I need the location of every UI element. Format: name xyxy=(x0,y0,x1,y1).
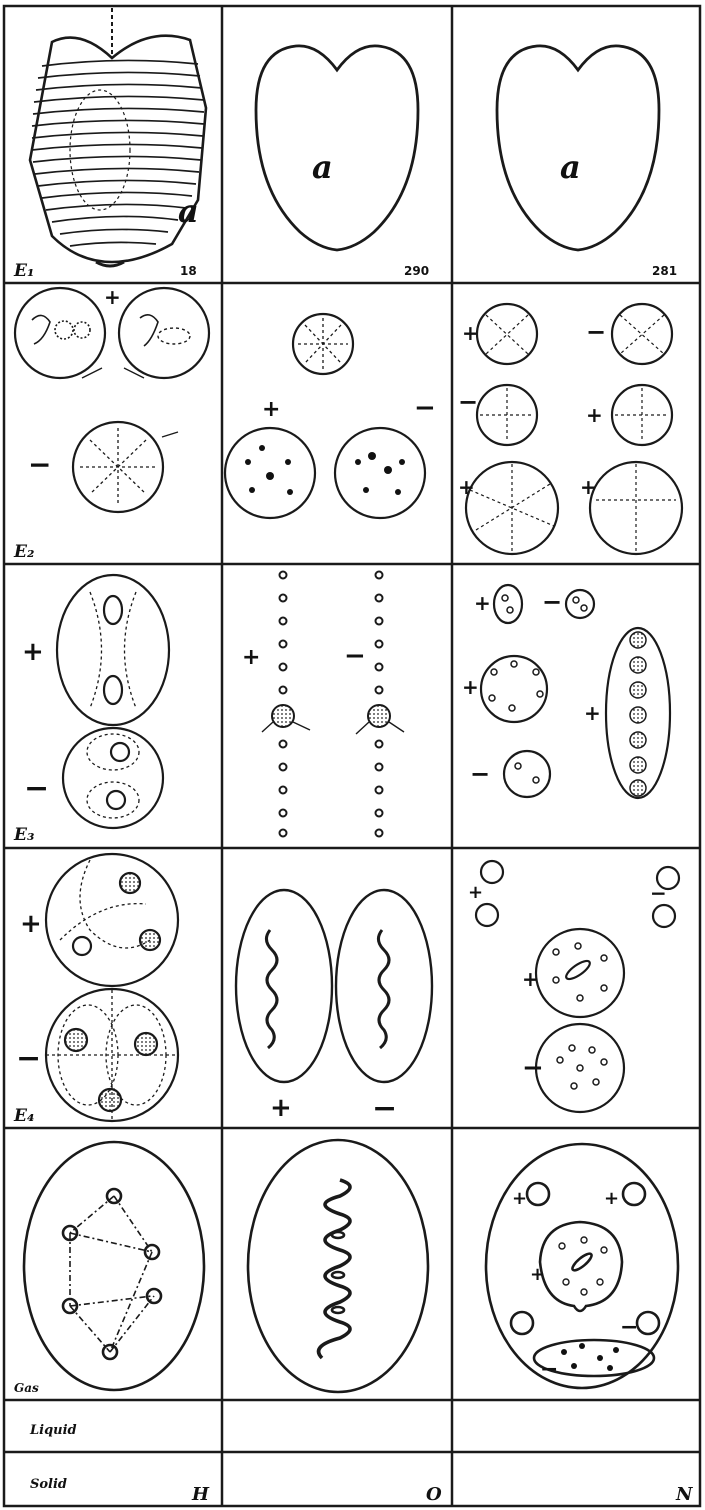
n-e2-plus-1: + xyxy=(462,321,479,345)
n-e4-plus-2: + xyxy=(522,967,539,991)
n-e3-atoms xyxy=(481,585,670,798)
h-e3-minus: − xyxy=(24,771,49,806)
row-label-solid: Solid xyxy=(30,1477,67,1492)
n-e3-plus-2: + xyxy=(462,675,479,699)
n-gas-plus-1: + xyxy=(512,1188,527,1209)
n-e3-plus-3: + xyxy=(584,701,601,725)
h-e1-letter: a xyxy=(178,192,199,230)
row-label-e3: E₃ xyxy=(13,825,34,845)
o-e1-heart-outline xyxy=(256,46,418,250)
h-e3-plus: + xyxy=(22,637,44,667)
column-letter-n: N xyxy=(675,1484,694,1505)
o-e2-plus: + xyxy=(262,397,280,422)
o-gas-oval xyxy=(248,1140,428,1392)
n-e1-letter: a xyxy=(560,148,581,186)
h-e1-number: 18 xyxy=(180,264,197,278)
n-e2-plus-2: + xyxy=(586,403,603,427)
n-e4-minus-1: − xyxy=(650,881,667,905)
o-e4-plus: + xyxy=(270,1093,292,1123)
o-e4-minus: − xyxy=(372,1091,397,1126)
row-label-gas: Gas xyxy=(14,1381,39,1395)
row-label-e4: E₄ xyxy=(13,1106,34,1126)
h-e2-plus: + xyxy=(104,285,121,309)
o-e3-minus: − xyxy=(344,641,366,671)
n-e2-minus-1: − xyxy=(586,318,606,346)
n-e3-minus-2: − xyxy=(470,760,490,788)
h-e4-plus: + xyxy=(20,909,42,939)
row-label-e2: E₂ xyxy=(13,542,34,562)
o-e1-number: 290 xyxy=(404,264,429,278)
n-gas-minus-2: − xyxy=(540,1357,558,1382)
h-e2-minus: − xyxy=(28,448,51,481)
h-e4-minus: − xyxy=(16,1041,41,1076)
n-e4-atoms xyxy=(476,861,679,1112)
o-e3-chains xyxy=(262,572,404,837)
n-gas-oval xyxy=(486,1144,678,1388)
n-gas-minus-1: − xyxy=(620,1315,638,1340)
n-e1-number: 281 xyxy=(652,264,677,278)
n-e3-plus-1: + xyxy=(474,591,491,615)
o-e2-minus: − xyxy=(414,393,436,423)
n-e3-minus-1: − xyxy=(542,588,562,616)
n-e2-plus-4: + xyxy=(580,475,597,499)
o-e3-plus: + xyxy=(242,645,260,670)
h-e4-atoms xyxy=(46,854,178,1121)
n-e2-atoms xyxy=(466,304,682,554)
row-label-liquid: Liquid xyxy=(29,1423,77,1438)
n-gas-plus-2: + xyxy=(604,1188,619,1209)
grid-lines xyxy=(4,6,700,1506)
column-letter-o: O xyxy=(426,1484,442,1505)
n-e4-minus-2: − xyxy=(522,1053,544,1083)
row-label-e1: E₁ xyxy=(13,261,34,281)
n-gas-plus-3: + xyxy=(530,1264,545,1285)
h-gas-oval xyxy=(24,1142,204,1390)
n-e2-plus-3: + xyxy=(458,475,475,499)
n-e4-plus-1: + xyxy=(468,882,483,903)
o-e2-atoms xyxy=(225,314,425,518)
o-e4-ellipses xyxy=(236,890,432,1082)
h-e3-atoms xyxy=(57,575,169,828)
column-letter-h: H xyxy=(191,1484,210,1505)
o-e1-letter: a xyxy=(312,148,333,186)
n-e2-minus-2: − xyxy=(458,388,478,416)
